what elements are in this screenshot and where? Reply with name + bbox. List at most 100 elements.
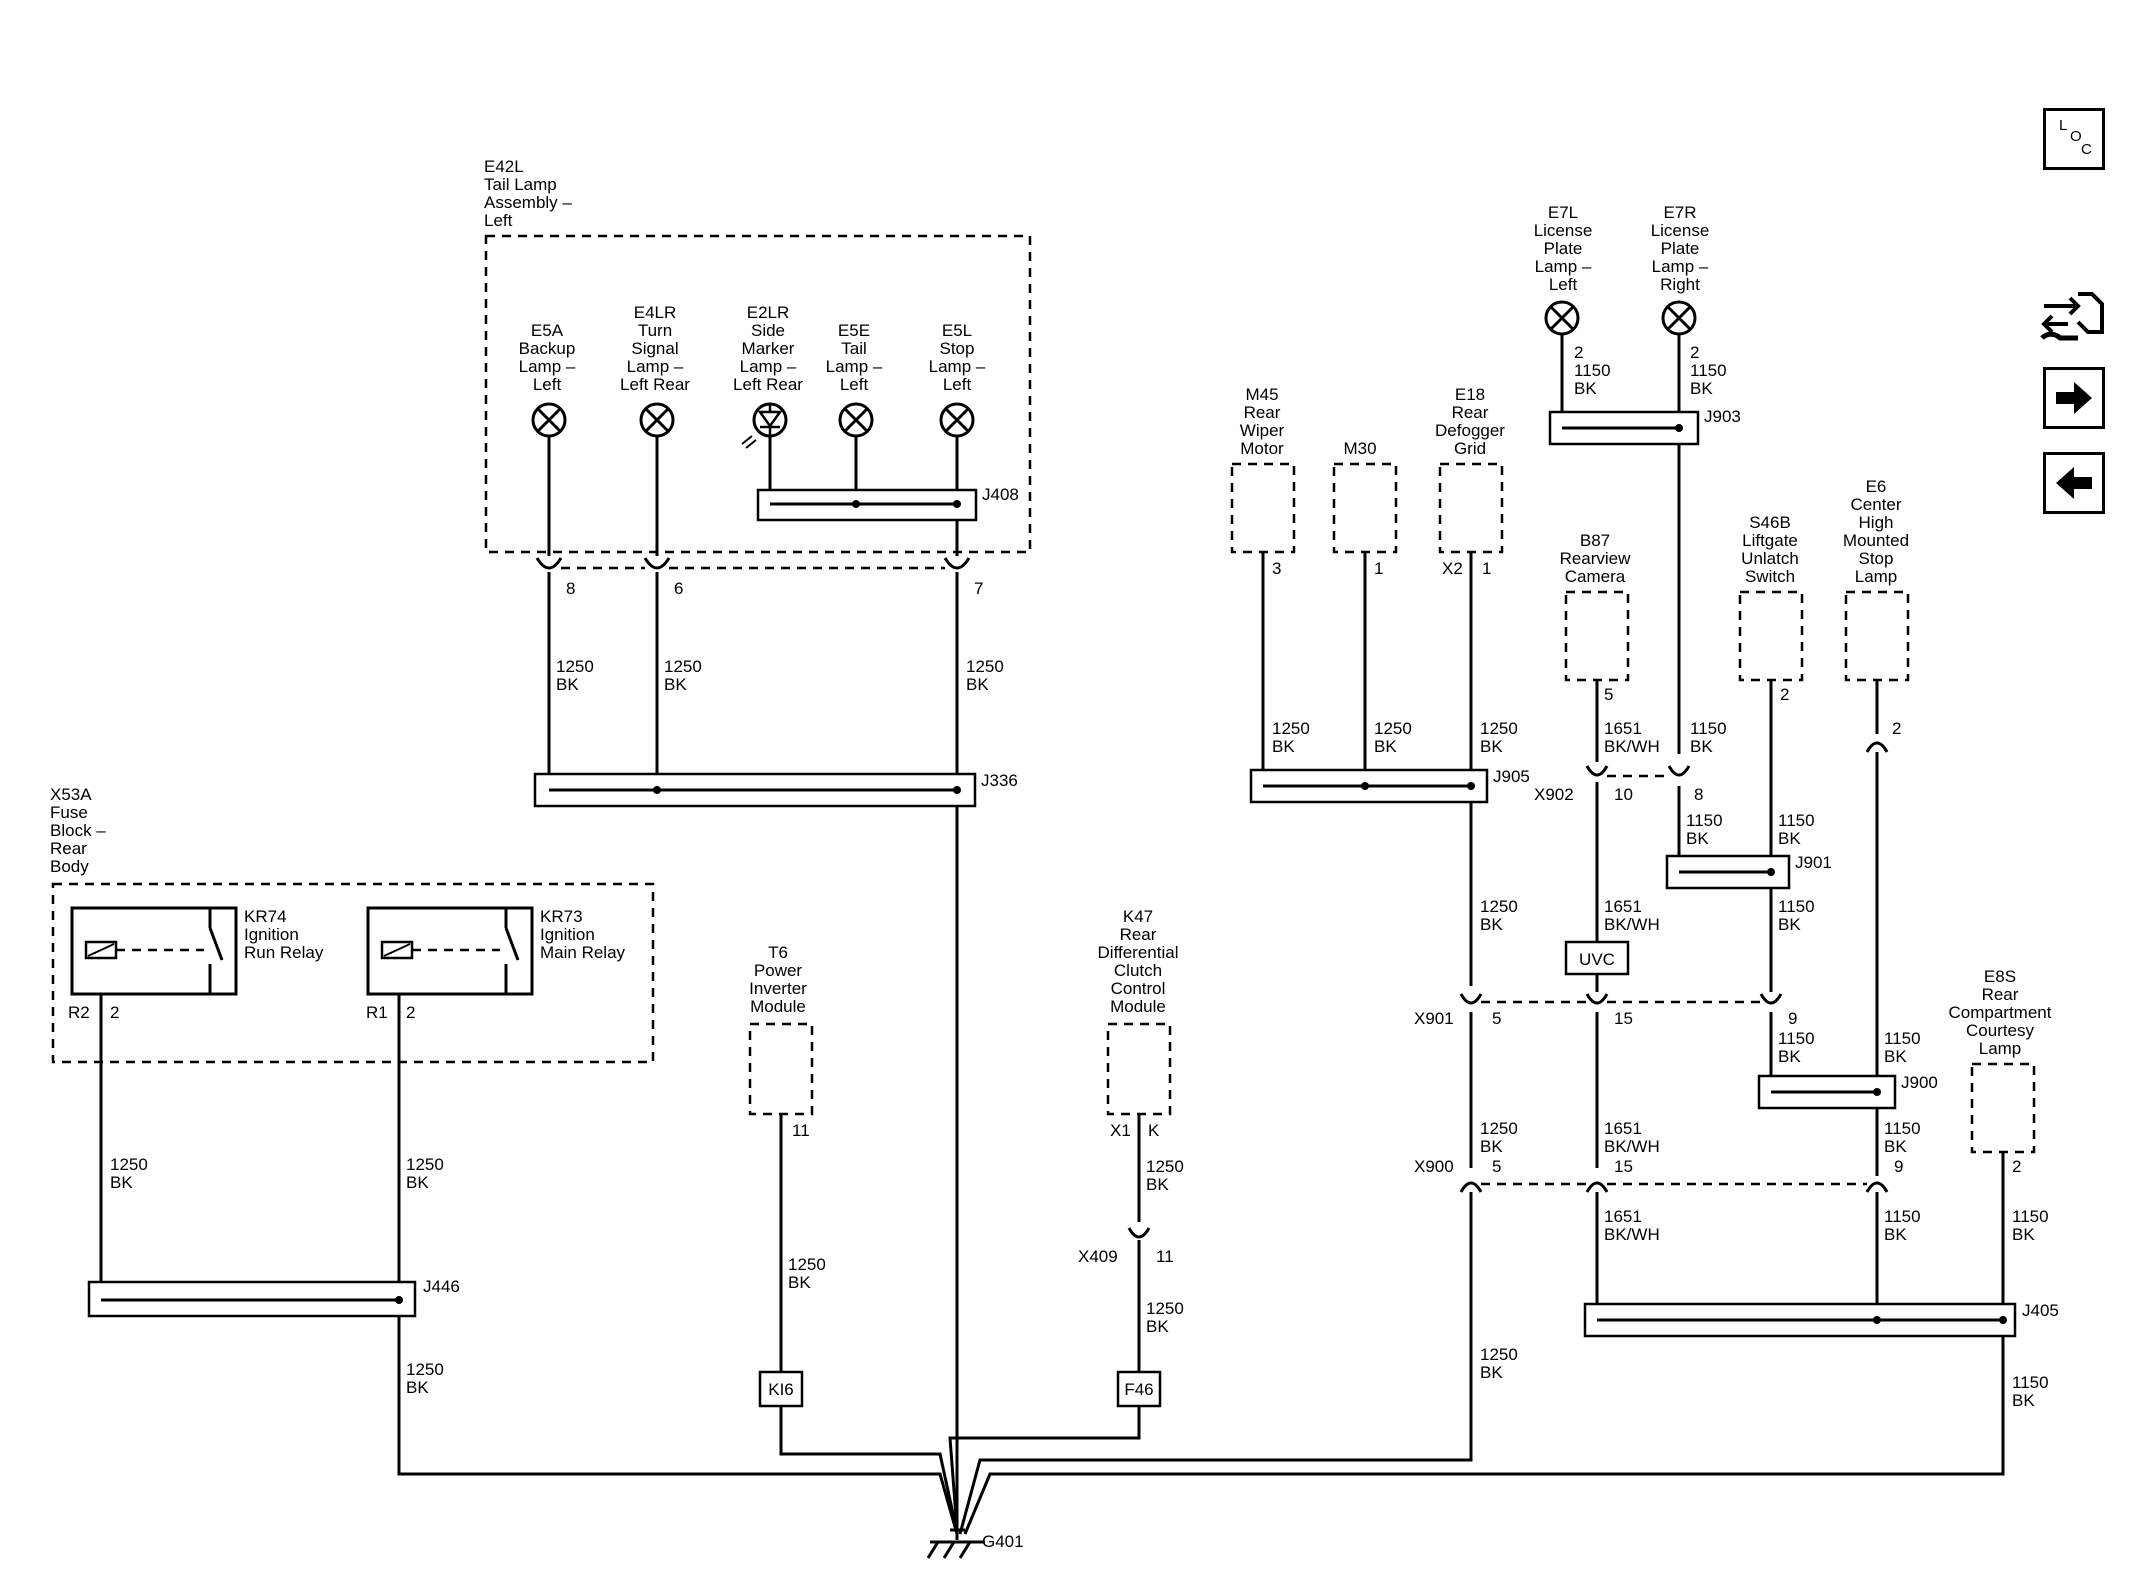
loc-button[interactable]: L O C <box>2043 108 2105 170</box>
kr74-label: KR74 <box>244 907 287 926</box>
e18-label: E18 <box>1455 385 1485 404</box>
wire-color: BK <box>1778 915 1801 934</box>
e2lr-label-5: Left Rear <box>733 375 803 394</box>
pin-2: 2 <box>1690 343 1699 362</box>
e7r-label-2: License <box>1651 221 1710 240</box>
e5a-label-3: Lamp – <box>519 357 576 376</box>
wire-gauge: 1250 <box>1480 1345 1518 1364</box>
wire-color: BK <box>1778 829 1801 848</box>
e4lr-label-2: Turn <box>638 321 672 340</box>
wire-gauge: 1150 <box>1690 719 1727 738</box>
e7r-label-group: E7R License Plate Lamp – Right <box>1651 203 1710 294</box>
next-page-button[interactable] <box>2043 367 2105 429</box>
wire-gauge: 1150 <box>2012 1373 2049 1392</box>
wire-color: BK <box>1686 829 1709 848</box>
t6-module-box <box>748 1022 814 1116</box>
k47-label-4: Clutch <box>1114 961 1162 980</box>
e7l-label-5: Left <box>1549 275 1578 294</box>
s46b-label-4: Switch <box>1745 567 1795 586</box>
b87-label-3: Camera <box>1565 567 1626 586</box>
pin-8: 8 <box>566 579 575 598</box>
j446-label: J446 <box>423 1277 460 1296</box>
wire-gauge: 1651 <box>1604 1119 1642 1138</box>
wire-gauge: 1250 <box>1480 1119 1518 1138</box>
kr74-label-2: Ignition <box>244 925 299 944</box>
s46b-label: S46B <box>1749 513 1791 532</box>
k47-module-box <box>1106 1022 1172 1116</box>
wire-gauge: 1250 <box>1374 719 1412 738</box>
kr73-label-3: Main Relay <box>540 943 626 962</box>
kr73-label: KR73 <box>540 907 583 926</box>
e5a-label-2: Backup <box>519 339 576 358</box>
t6-label-2: Power <box>754 961 803 980</box>
e7l-label-2: License <box>1534 221 1593 240</box>
x53a-fuse-block: X53A Fuse Block – Rear Body KR74 Ignitio… <box>50 785 655 1064</box>
wire-color: BK <box>1480 737 1503 756</box>
e7l-label-4: Lamp – <box>1535 257 1592 276</box>
wire-gauge: 1150 <box>1574 361 1611 380</box>
wire-gauge: 1250 <box>966 657 1004 676</box>
wire-gauge: 1250 <box>1272 719 1310 738</box>
pin-2: 2 <box>2012 1157 2021 1176</box>
pin-2: 2 <box>110 1003 119 1022</box>
wrench-connector-icon[interactable] <box>2038 288 2110 348</box>
wire-color: BK <box>1574 379 1597 398</box>
x53a-label-3: Block – <box>50 821 106 840</box>
e8s-label-group: E8S Rear Compartment Courtesy Lamp <box>1949 967 2052 1058</box>
wire-color: BK <box>1146 1317 1169 1336</box>
pin-r1: R1 <box>366 1003 388 1022</box>
wire-color: BK <box>966 675 989 694</box>
g401-ground-icon <box>926 1528 985 1559</box>
pin-11: 11 <box>1156 1247 1174 1266</box>
e5e-label: E5E <box>838 321 870 340</box>
e4lr-label-5: Left Rear <box>620 375 690 394</box>
wire-gauge: 1250 <box>406 1155 444 1174</box>
wire-gauge: 1150 <box>1778 1029 1815 1048</box>
wire-gauge: 1150 <box>1778 897 1815 916</box>
e5l-lamp-icon <box>939 402 975 438</box>
x53a-boundary <box>51 882 655 1064</box>
x53a-label-5: Body <box>50 857 89 876</box>
wire-color: BK <box>1272 737 1295 756</box>
wire-color: BK <box>1884 1225 1907 1244</box>
wire-label: 1250 BK 1250 BK 1250 BK <box>556 657 1004 694</box>
e7l-label: E7L <box>1548 203 1578 222</box>
wire-gauge: 1150 <box>1884 1029 1921 1048</box>
pin-9: 9 <box>1788 1009 1797 1028</box>
wire-gauge: 1250 <box>664 657 702 676</box>
pin-2: 2 <box>1780 685 1789 704</box>
pin-1: 1 <box>1374 559 1383 578</box>
wire-color: BK/WH <box>1604 915 1660 934</box>
t6-label-4: Module <box>750 997 806 1016</box>
e5e-label-2: Tail <box>841 339 867 358</box>
wire-color: BK <box>1884 1137 1907 1156</box>
e18-label-group: E18 Rear Defogger Grid <box>1435 385 1505 458</box>
pin-2: 2 <box>1574 343 1583 362</box>
b87-label-2: Rearview <box>1560 549 1632 568</box>
wire-color: BK <box>110 1173 133 1192</box>
s46b-label-group: S46B Liftgate Unlatch Switch <box>1741 513 1799 586</box>
e7r-label-4: Lamp – <box>1652 257 1709 276</box>
k47-label: K47 <box>1123 907 1153 926</box>
e2lr-label-3: Marker <box>742 339 795 358</box>
wire-color: BK <box>1374 737 1397 756</box>
x900-label: X900 <box>1414 1157 1454 1176</box>
previous-page-button[interactable] <box>2043 452 2105 514</box>
wire-color: BK <box>406 1378 429 1397</box>
wire-gauge: 1250 <box>110 1155 148 1174</box>
uvc-label: UVC <box>1579 950 1615 969</box>
pin-15: 15 <box>1614 1009 1633 1028</box>
arrow-right-icon <box>2056 382 2092 414</box>
e2lr-led-icon <box>741 402 788 449</box>
e8s-label: E8S <box>1984 967 2016 986</box>
e5a-lamp-icon <box>531 402 567 438</box>
k47-label-5: Control <box>1111 979 1166 998</box>
e4lr-label: E4LR <box>634 303 677 322</box>
x902-label: X902 <box>1534 785 1574 804</box>
e5l-label-3: Lamp – <box>929 357 986 376</box>
wire-gauge: 1651 <box>1604 719 1642 738</box>
wire-color: BK <box>2012 1225 2035 1244</box>
e6-label-4: Mounted <box>1843 531 1909 550</box>
e7l-label-group: E7L License Plate Lamp – Left <box>1534 203 1593 294</box>
s46b-label-3: Unlatch <box>1741 549 1799 568</box>
